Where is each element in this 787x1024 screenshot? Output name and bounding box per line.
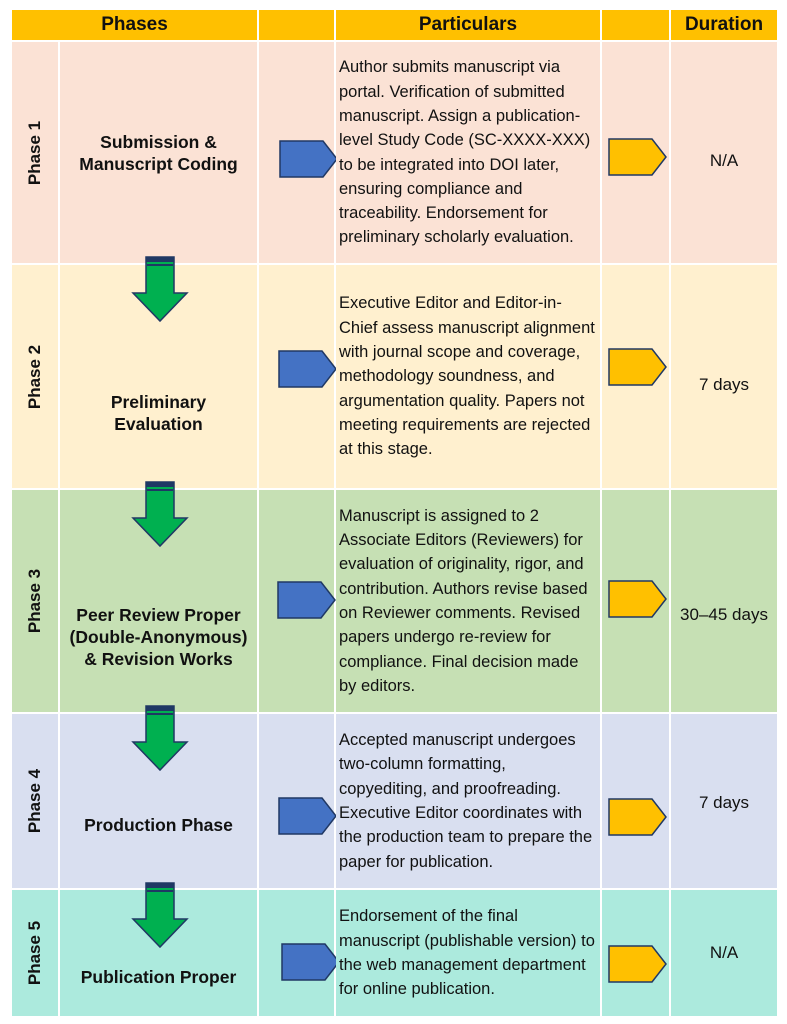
flow-down-arrow-icon [131,705,189,772]
duration-value: N/A [671,890,777,1016]
phase-label-cell: Phase 4 [12,714,58,888]
process-arrow-cell [259,490,336,712]
particulars-body: Manuscript is assigned to 2 Associate Ed… [339,506,588,695]
phase-name: Submission &Manuscript Coding [60,42,257,263]
process-arrow-cell [259,265,337,488]
process-arrow-icon [277,581,336,619]
particulars-body: Accepted manuscript undergoes two-column… [339,731,593,871]
duration-arrow-icon [608,798,667,836]
particulars-body: Endorsement of the final manuscript (pub… [339,907,595,999]
workflow-table: Phases Particulars Duration Phase 1 Submi… [12,10,777,1016]
header-duration: Duration [671,10,777,40]
particulars-text: Manuscript is assigned to 2 Associate Ed… [336,490,600,712]
process-arrow-icon [279,140,338,178]
duration-arrow-icon [608,138,667,176]
flow-down-arrow-icon [131,882,189,949]
phase-label-cell: Phase 1 [12,42,58,263]
phase-label: Phase 3 [25,568,45,634]
phase-name-text: Peer Review Proper(Double-Anonymous)& Re… [69,605,248,669]
duration-arrow-cell [602,490,669,712]
phase-name-text: Publication Proper [80,967,237,987]
particulars-text: Author submits manuscript via portal. Ve… [336,42,600,263]
process-arrow-icon [278,350,337,388]
duration-arrow-cell [602,265,669,488]
phase-label: Phase 1 [25,120,45,185]
header-blank-2 [602,10,669,40]
particulars-text: Accepted manuscript undergoes two-column… [336,714,600,888]
header-phases: Phases [12,10,257,40]
duration-arrow-icon [608,348,667,386]
flow-down-arrow-icon [131,256,189,323]
phase-label-cell: Phase 2 [12,265,58,488]
phase-label: Phase 4 [25,768,45,834]
duration-arrow-cell [602,890,669,1016]
header-blank-1 [259,10,334,40]
duration-value: 30–45 days [671,490,777,712]
process-arrow-icon [281,943,340,981]
flow-down-arrow-icon [131,481,189,548]
phase-label: Phase 5 [25,920,45,986]
duration-value: 7 days [671,265,777,488]
phase-name-text: Production Phase [84,815,233,835]
phase-label: Phase 2 [25,344,45,409]
duration-value: 7 days [671,714,777,888]
phase-name: Peer Review Proper(Double-Anonymous)& Re… [60,490,257,712]
particulars-body: Author submits manuscript via portal. Ve… [339,58,591,247]
particulars-text: Endorsement of the final manuscript (pub… [336,890,600,1016]
duration-arrow-cell [602,714,669,888]
particulars-body: Executive Editor and Editor-in-Chief ass… [339,294,595,459]
particulars-text: Executive Editor and Editor-in-Chief ass… [336,265,600,488]
duration-value: N/A [671,42,777,263]
duration-arrow-icon [608,580,667,618]
process-arrow-cell [259,42,338,263]
process-arrow-icon [278,797,337,835]
process-arrow-cell [259,890,340,1016]
phase-name-text: Submission &Manuscript Coding [79,131,238,174]
phase-name-text: Preliminary Evaluation [110,391,207,434]
duration-arrow-cell [602,42,669,263]
header-particulars: Particulars [336,10,600,40]
phase-label-cell: Phase 3 [12,490,58,712]
duration-arrow-icon [608,945,667,983]
process-arrow-cell [259,714,337,888]
phase-label-cell: Phase 5 [12,890,58,1016]
